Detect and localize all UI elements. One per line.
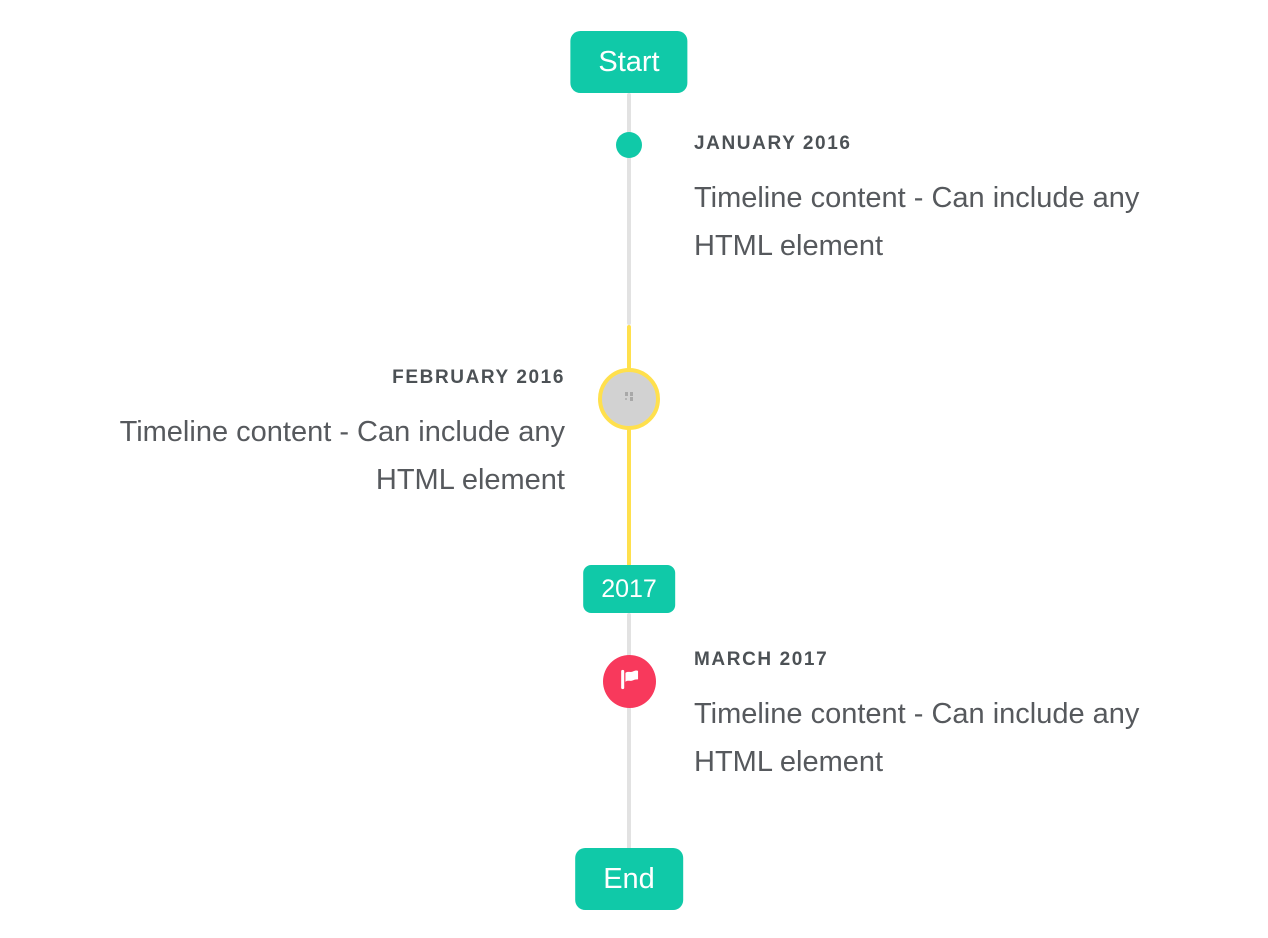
timeline-line-segment-top — [627, 93, 631, 325]
timeline-entry-january-2016: JANUARY 2016 Timeline content - Can incl… — [694, 134, 1216, 270]
entry-content: Timeline content - Can include any HTML … — [694, 698, 1140, 778]
broken-image-icon — [622, 390, 637, 408]
entry-title: FEBRUARY 2016 — [392, 367, 565, 388]
end-badge[interactable]: End — [575, 848, 683, 910]
timeline-marker-dot-january — [616, 132, 642, 158]
timeline-marker-flag-march — [603, 655, 656, 708]
timeline-line-segment-bottom — [627, 613, 631, 850]
timeline-entry-march-2017: MARCH 2017 Timeline content - Can includ… — [694, 650, 1216, 786]
entry-title: MARCH 2017 — [694, 649, 829, 670]
flag-icon — [616, 666, 643, 698]
timeline-marker-avatar-february — [598, 368, 660, 430]
year-badge-2017: 2017 — [583, 565, 675, 613]
entry-content: Timeline content - Can include any HTML … — [694, 182, 1140, 262]
timeline-line-segment-highlighted — [627, 325, 631, 567]
timeline-entry-february-2016: FEBRUARY 2016 Timeline content - Can inc… — [43, 368, 565, 504]
entry-title: JANUARY 2016 — [694, 133, 852, 154]
entry-content: Timeline content - Can include any HTML … — [119, 416, 565, 496]
start-badge[interactable]: Start — [570, 31, 688, 93]
